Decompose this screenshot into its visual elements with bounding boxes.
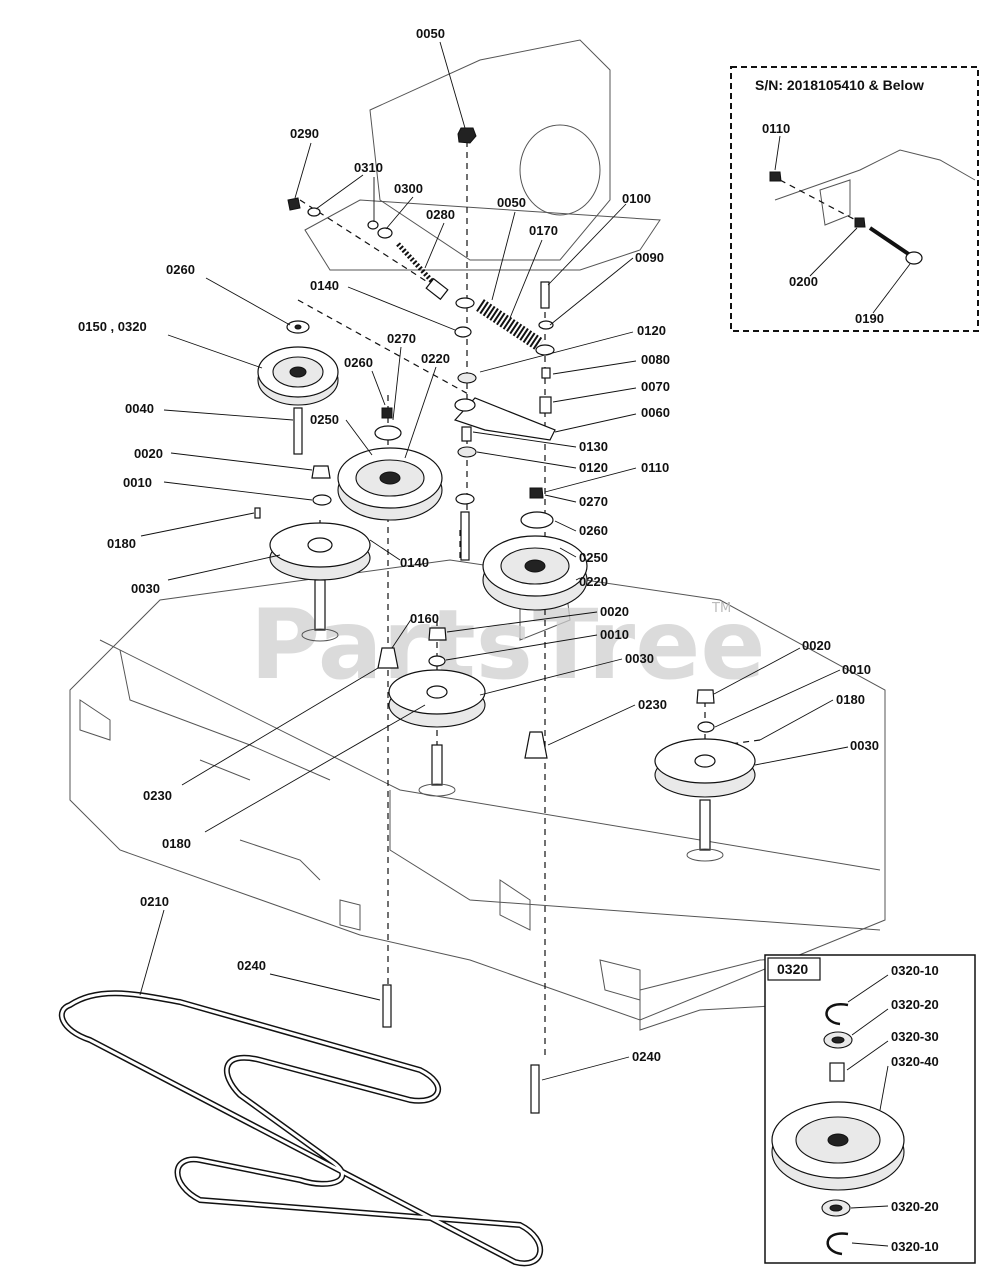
bolt-0100 (540, 281, 550, 309)
callout-0140-bottom: 0140 (400, 555, 429, 570)
callout-0020-left: 0020 (134, 446, 163, 461)
nut-washer-right (696, 689, 715, 733)
idler-arm-0060 (453, 397, 556, 441)
idler-pulley-0220-left (337, 447, 443, 521)
spacer-0230-right (524, 731, 548, 759)
nut-0020-left (311, 465, 331, 479)
callout-0030-center: 0030 (625, 651, 654, 666)
bolt-0040 (293, 407, 303, 455)
washer-0140 (454, 326, 475, 561)
callout-0220-right: 0220 (579, 574, 608, 589)
bushings-0120-0080 (457, 367, 552, 458)
callout-0270-top: 0270 (387, 331, 416, 346)
callout-0250-right: 0250 (579, 550, 608, 565)
inset-serial-callout-0110: 0110 (762, 121, 790, 136)
inset-0320-callout-20-top: 0320-20 (891, 997, 939, 1012)
pulley-0030-left (269, 522, 371, 642)
callout-0040: 0040 (125, 401, 154, 416)
callout-0030-left: 0030 (131, 581, 160, 596)
inset-0320-callout-40: 0320-40 (891, 1054, 939, 1069)
callout-0180-right: 0180 (836, 692, 865, 707)
nut-0110-right (529, 487, 544, 499)
callout-0050-spring: 0050 (497, 195, 526, 210)
key-0180-left (254, 507, 261, 519)
callout-0230-right: 0230 (638, 697, 667, 712)
watermark-trademark: TM (711, 601, 731, 616)
callout-0310: 0310 (354, 160, 383, 175)
inset-0320-callout-10-top: 0320-10 (891, 963, 939, 978)
tension-rod-0280 (396, 242, 449, 301)
washer-0260-left (286, 320, 310, 334)
callout-0010-center: 0010 (600, 627, 629, 642)
washer-0090 (538, 320, 554, 330)
callout-0020-center: 0020 (600, 604, 629, 619)
callout-0280: 0280 (426, 207, 455, 222)
inset-0320-callout-20-bottom: 0320-20 (891, 1199, 939, 1214)
callout-0110: 0110 (641, 460, 669, 475)
callout-0260-right: 0260 (579, 523, 608, 538)
callout-0220-top: 0220 (421, 351, 450, 366)
callout-0250-left: 0250 (310, 412, 339, 427)
idler-pulley-0220-right (482, 535, 588, 611)
callout-0120-top: 0120 (637, 323, 666, 338)
callout-0030-right: 0030 (850, 738, 879, 753)
callout-0010-right: 0010 (842, 662, 871, 677)
callout-0090: 0090 (635, 250, 664, 265)
idler-pulley-0150 (257, 346, 339, 406)
inset-0320-breakdown: 0320 0320-10 0320-20 0320-30 0320-40 032… (764, 954, 976, 1264)
callout-0270-right: 0270 (579, 494, 608, 509)
hardware-nut-0050 (457, 127, 477, 144)
spacer-0270-left (374, 407, 402, 441)
pulley-0030-center (388, 669, 486, 797)
pulley-0030-right (654, 738, 756, 862)
main-frame-outline (304, 39, 661, 641)
bolt-0290 (287, 197, 321, 217)
callout-0140-top: 0140 (310, 278, 339, 293)
inset-0320-callout-10-bottom: 0320-10 (891, 1239, 939, 1254)
callout-0080: 0080 (641, 352, 670, 367)
inset-serial-callout-0190: 0190 (855, 311, 884, 326)
spacer-0160 (377, 647, 399, 669)
callout-0290: 0290 (290, 126, 319, 141)
callout-0020-right: 0020 (802, 638, 831, 653)
inset-0320-tag: 0320 (777, 961, 808, 977)
callout-0210: 0210 (140, 894, 169, 909)
washer-0260-right (520, 511, 554, 529)
bolts-0240 (382, 984, 540, 1114)
callout-0240-left: 0240 (237, 958, 266, 973)
leader-lines (139, 41, 849, 1081)
callout-0260-mid: 0260 (344, 355, 373, 370)
callout-0100: 0100 (622, 191, 651, 206)
inset-0320-callout-30: 0320-30 (891, 1029, 939, 1044)
watermark-text: PartsTree (250, 589, 765, 701)
bolt-washer-0310-0300 (367, 220, 393, 239)
inset-serial-variant: S/N: 2018105410 & Below 0110 0200 0190 (730, 66, 979, 332)
callout-0120-mid: 0120 (579, 460, 608, 475)
drive-belt-0210 (58, 990, 543, 1267)
nut-0020-center (428, 627, 447, 667)
callout-0180-left: 0180 (107, 536, 136, 551)
spring-0170 (455, 297, 555, 356)
callout-0070: 0070 (641, 379, 670, 394)
callout-0300: 0300 (394, 181, 423, 196)
inset-serial-callout-0200: 0200 (789, 274, 818, 289)
callout-0010-left: 0010 (123, 475, 152, 490)
callout-0160: 0160 (410, 611, 439, 626)
callout-0150-0320: 0150 , 0320 (78, 319, 147, 334)
callout-0060: 0060 (641, 405, 670, 420)
callout-0130: 0130 (579, 439, 608, 454)
inset-serial-title: S/N: 2018105410 & Below (755, 77, 924, 93)
callout-0240-right: 0240 (632, 1049, 661, 1064)
callout-0180-center: 0180 (162, 836, 191, 851)
callout-labels: 0050 0290 0310 0300 0280 0050 0100 0170 … (78, 26, 879, 1064)
washer-0010-left (312, 494, 332, 506)
callout-0230-left: 0230 (143, 788, 172, 803)
callout-0170: 0170 (529, 223, 558, 238)
callout-0260-top: 0260 (166, 262, 195, 277)
callout-0050-top: 0050 (416, 26, 445, 41)
